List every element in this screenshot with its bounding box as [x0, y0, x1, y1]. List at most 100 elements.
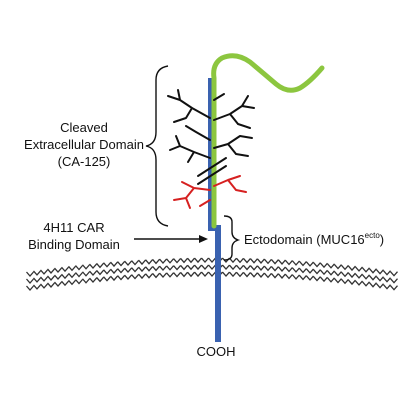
membrane-mark	[320, 262, 328, 269]
membrane-mark	[89, 270, 97, 277]
membrane-mark	[180, 264, 188, 271]
membrane-mark	[82, 271, 90, 277]
membrane-mark	[236, 271, 244, 278]
membrane-mark	[33, 270, 41, 276]
membrane-mark	[292, 267, 300, 273]
membrane-mark	[82, 278, 90, 284]
membrane-mark	[334, 271, 342, 277]
membrane-mark	[180, 271, 188, 278]
membrane-mark	[173, 265, 181, 271]
membrane-mark	[173, 258, 181, 264]
membrane-mark	[285, 273, 293, 280]
membrane-mark	[376, 269, 384, 275]
membrane-mark	[110, 275, 118, 282]
membrane-mark	[159, 265, 167, 272]
membrane-mark	[243, 272, 251, 278]
membrane-mark	[264, 258, 272, 265]
membrane-mark	[75, 279, 83, 285]
membrane-mark	[334, 264, 342, 270]
membrane-mark	[131, 267, 139, 273]
membrane-mark	[348, 265, 356, 272]
membrane-mark	[166, 258, 174, 264]
binding-arrow-head	[199, 235, 208, 243]
extracellular-domain-strand	[211, 53, 325, 229]
membrane-mark	[362, 281, 370, 287]
membrane-mark	[117, 268, 125, 274]
membrane-mark	[117, 261, 125, 267]
membrane-mark	[229, 257, 237, 264]
membrane-mark	[306, 261, 314, 267]
membrane-mark	[341, 264, 349, 271]
membrane-mark	[243, 258, 251, 264]
membrane-mark	[341, 278, 349, 285]
membrane-mark	[341, 271, 349, 278]
membrane-mark	[278, 259, 286, 265]
membrane-mark	[306, 268, 314, 274]
membrane-mark	[383, 284, 391, 290]
membrane-mark	[26, 285, 34, 291]
membrane-mark	[96, 262, 104, 269]
glycan-chains-black	[167, 89, 255, 185]
membrane-mark	[40, 276, 48, 282]
membrane-mark	[26, 278, 34, 284]
membrane-mark	[390, 285, 398, 291]
membrane-mark	[145, 266, 153, 272]
membrane-mark	[327, 277, 335, 283]
membrane-mark	[362, 267, 370, 273]
membrane-mark	[257, 272, 265, 278]
membrane-mark	[390, 271, 398, 277]
membrane-mark	[187, 257, 195, 264]
membrane-mark	[201, 264, 209, 271]
membrane-mark	[131, 260, 139, 266]
membrane-mark	[229, 271, 237, 278]
membrane-mark	[313, 262, 321, 268]
membrane-mark	[40, 269, 48, 275]
membrane-mark	[362, 274, 370, 280]
membrane-mark	[222, 271, 230, 278]
glycan-chains-red	[173, 175, 247, 209]
membrane-mark	[348, 272, 356, 279]
membrane-mark	[152, 258, 160, 265]
membrane-mark	[292, 260, 300, 266]
membrane-mark	[159, 272, 167, 279]
membrane-mark	[250, 272, 258, 278]
membrane-mark	[390, 278, 398, 284]
membrane-mark	[320, 276, 328, 283]
car-label-line2: Binding Domain	[28, 237, 120, 252]
membrane-mark	[327, 270, 335, 276]
membrane-mark	[201, 271, 209, 278]
membrane-mark	[208, 264, 216, 270]
membrane-mark	[40, 283, 48, 289]
membrane-mark	[96, 276, 104, 283]
membrane-mark	[152, 265, 160, 272]
membrane-mark	[54, 274, 62, 281]
membrane-mark	[299, 274, 307, 281]
membrane-mark	[145, 273, 153, 279]
cleaved-label-line3: (CA-125)	[58, 154, 111, 169]
membrane-mark	[33, 277, 41, 283]
membrane-mark	[61, 266, 69, 273]
membrane-mark	[138, 266, 146, 273]
membrane-mark	[306, 275, 314, 281]
membrane-mark	[54, 267, 62, 274]
cell-membrane	[26, 257, 398, 291]
membrane-mark	[68, 279, 76, 286]
membrane-mark	[96, 269, 104, 276]
membrane-mark	[313, 269, 321, 275]
membrane-mark	[54, 281, 62, 288]
membrane-mark	[208, 257, 216, 263]
membrane-mark	[187, 271, 195, 278]
membrane-mark	[152, 272, 160, 279]
membrane-mark	[166, 272, 174, 278]
membrane-mark	[103, 269, 111, 275]
membrane-mark	[243, 265, 251, 271]
membrane-mark	[278, 273, 286, 279]
membrane-mark	[180, 257, 188, 264]
membrane-mark	[229, 264, 237, 271]
membrane-mark	[334, 278, 342, 284]
cleaved-domain-brace	[145, 65, 169, 227]
membrane-mark	[369, 268, 377, 274]
membrane-mark	[26, 271, 34, 277]
membrane-mark	[110, 261, 118, 268]
membrane-mark	[264, 265, 272, 272]
